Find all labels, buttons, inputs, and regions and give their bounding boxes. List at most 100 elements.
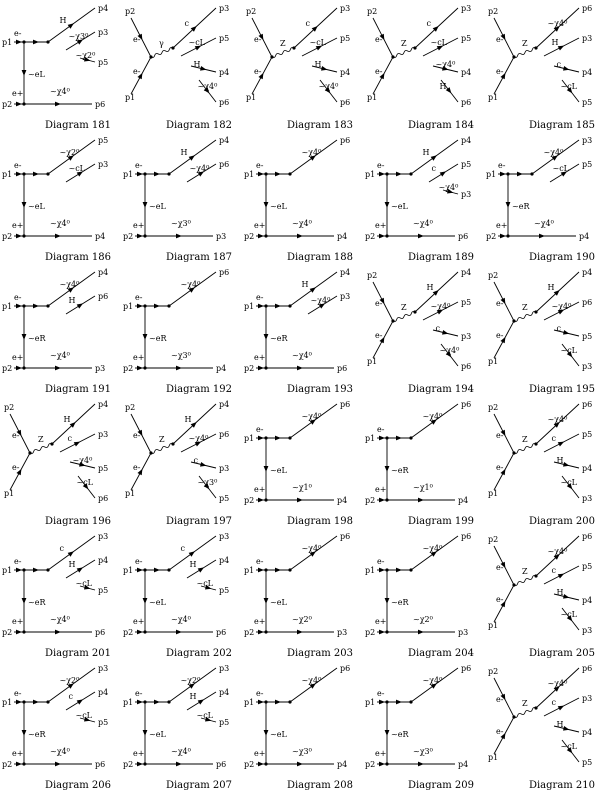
outgoing-label: p6: [461, 532, 471, 541]
incoming-label-top: p2: [488, 403, 498, 412]
internal-label: c: [68, 434, 73, 443]
arrow-head: [379, 497, 385, 503]
electron-label-top: e-: [14, 161, 22, 170]
boson-label: Z: [522, 567, 528, 576]
arrow-head: [83, 584, 91, 590]
outgoing-label: p4: [219, 136, 229, 145]
positron-label-bottom: e+: [12, 749, 23, 758]
outgoing-label: p6: [219, 430, 229, 439]
arrow-head: [315, 45, 323, 51]
arrow-head: [436, 309, 444, 315]
arrow-head: [566, 747, 573, 754]
arrow-head: [188, 155, 195, 161]
arrow-head: [324, 87, 331, 94]
neutralino-label-bottom: ~χ4⁰: [50, 351, 70, 360]
outgoing-label-bottom: p4: [337, 496, 347, 505]
electron-label-bottom: e-: [496, 727, 504, 736]
boson-label: Z: [522, 39, 528, 48]
internal-label: ~χ4⁰: [198, 82, 218, 91]
incoming-label-top: p2: [367, 271, 377, 280]
arrow-head: [142, 202, 148, 208]
diagram-caption: Diagram 208: [286, 780, 354, 791]
diagram-caption: Diagram 184: [407, 120, 475, 131]
arrow-head: [557, 705, 565, 711]
arrow-head: [430, 683, 437, 689]
arrow-head: [33, 39, 39, 45]
internal-label: ~χ4⁰: [302, 148, 322, 157]
outgoing-label: p5: [582, 562, 592, 571]
outgoing-label: p4: [219, 400, 229, 409]
arrow-head: [137, 303, 143, 309]
diagram-caption: Diagram 183: [286, 120, 354, 131]
internal-label: H: [185, 415, 192, 424]
boson-label: Z: [159, 435, 165, 444]
diagram-caption: Diagram 199: [407, 516, 475, 527]
arrow-head: [16, 365, 22, 371]
positron-label-bottom: e+: [12, 89, 23, 98]
internal-label: ~χ4⁰: [431, 302, 451, 311]
neutralino-label-bottom: ~χ4⁰: [413, 219, 433, 228]
arrow-head: [258, 171, 264, 177]
internal-label: c: [194, 456, 199, 465]
electron-label-top: e-: [256, 557, 264, 566]
internal-label: ~χ2⁰: [76, 51, 96, 60]
arrow-head: [16, 171, 22, 177]
arrow-head: [566, 483, 573, 490]
electron-label-top: e-: [14, 293, 22, 302]
internal-label: H: [440, 82, 447, 91]
diagram-caption: Diagram 193: [286, 384, 354, 395]
arrow-head: [55, 365, 61, 371]
arrow-head: [137, 699, 143, 705]
electron-label-top: e-: [133, 431, 141, 440]
outgoing-label: p3: [219, 664, 229, 673]
outgoing-label: p6: [98, 292, 108, 301]
boson-propagator: [271, 47, 295, 58]
diagram-caption: Diagram 204: [407, 648, 475, 659]
arrow-head: [258, 303, 264, 309]
arrow-head: [67, 287, 74, 293]
positron-label-bottom: e+: [12, 353, 23, 362]
arrow-head: [418, 629, 424, 635]
neutralino-label-bottom: ~χ4⁰: [292, 219, 312, 228]
boson-propagator: [513, 47, 537, 58]
selectron-label: ~eL: [28, 202, 45, 211]
arrow-head: [297, 761, 303, 767]
arrow-head: [16, 567, 22, 573]
boson-propagator: [392, 47, 416, 58]
internal-label: H: [69, 296, 76, 305]
arrow-head: [275, 435, 281, 441]
boson-propagator: [513, 311, 537, 322]
arrow-head: [55, 101, 61, 107]
positron-label-bottom: e+: [375, 221, 386, 230]
positron-label-bottom: e+: [133, 353, 144, 362]
boson-propagator: [513, 443, 537, 454]
neutralino-label-bottom: ~χ2⁰: [292, 615, 312, 624]
arrow-head: [204, 584, 212, 590]
boson-propagator: [513, 575, 537, 586]
internal-label: ~cL: [561, 742, 578, 751]
outgoing-label: p5: [582, 160, 592, 169]
arrow-head: [500, 732, 506, 740]
electron-label-top: e-: [375, 35, 383, 44]
incoming-label-top: p1: [365, 698, 375, 707]
electron-label-top: e-: [133, 35, 141, 44]
arrow-head: [396, 171, 402, 177]
outgoing-label: p4: [219, 556, 229, 565]
positron-label-bottom: e+: [375, 617, 386, 626]
diagram-caption: Diagram 200: [528, 516, 596, 527]
arrow-head: [76, 303, 84, 309]
vertex-dot: [512, 715, 516, 719]
